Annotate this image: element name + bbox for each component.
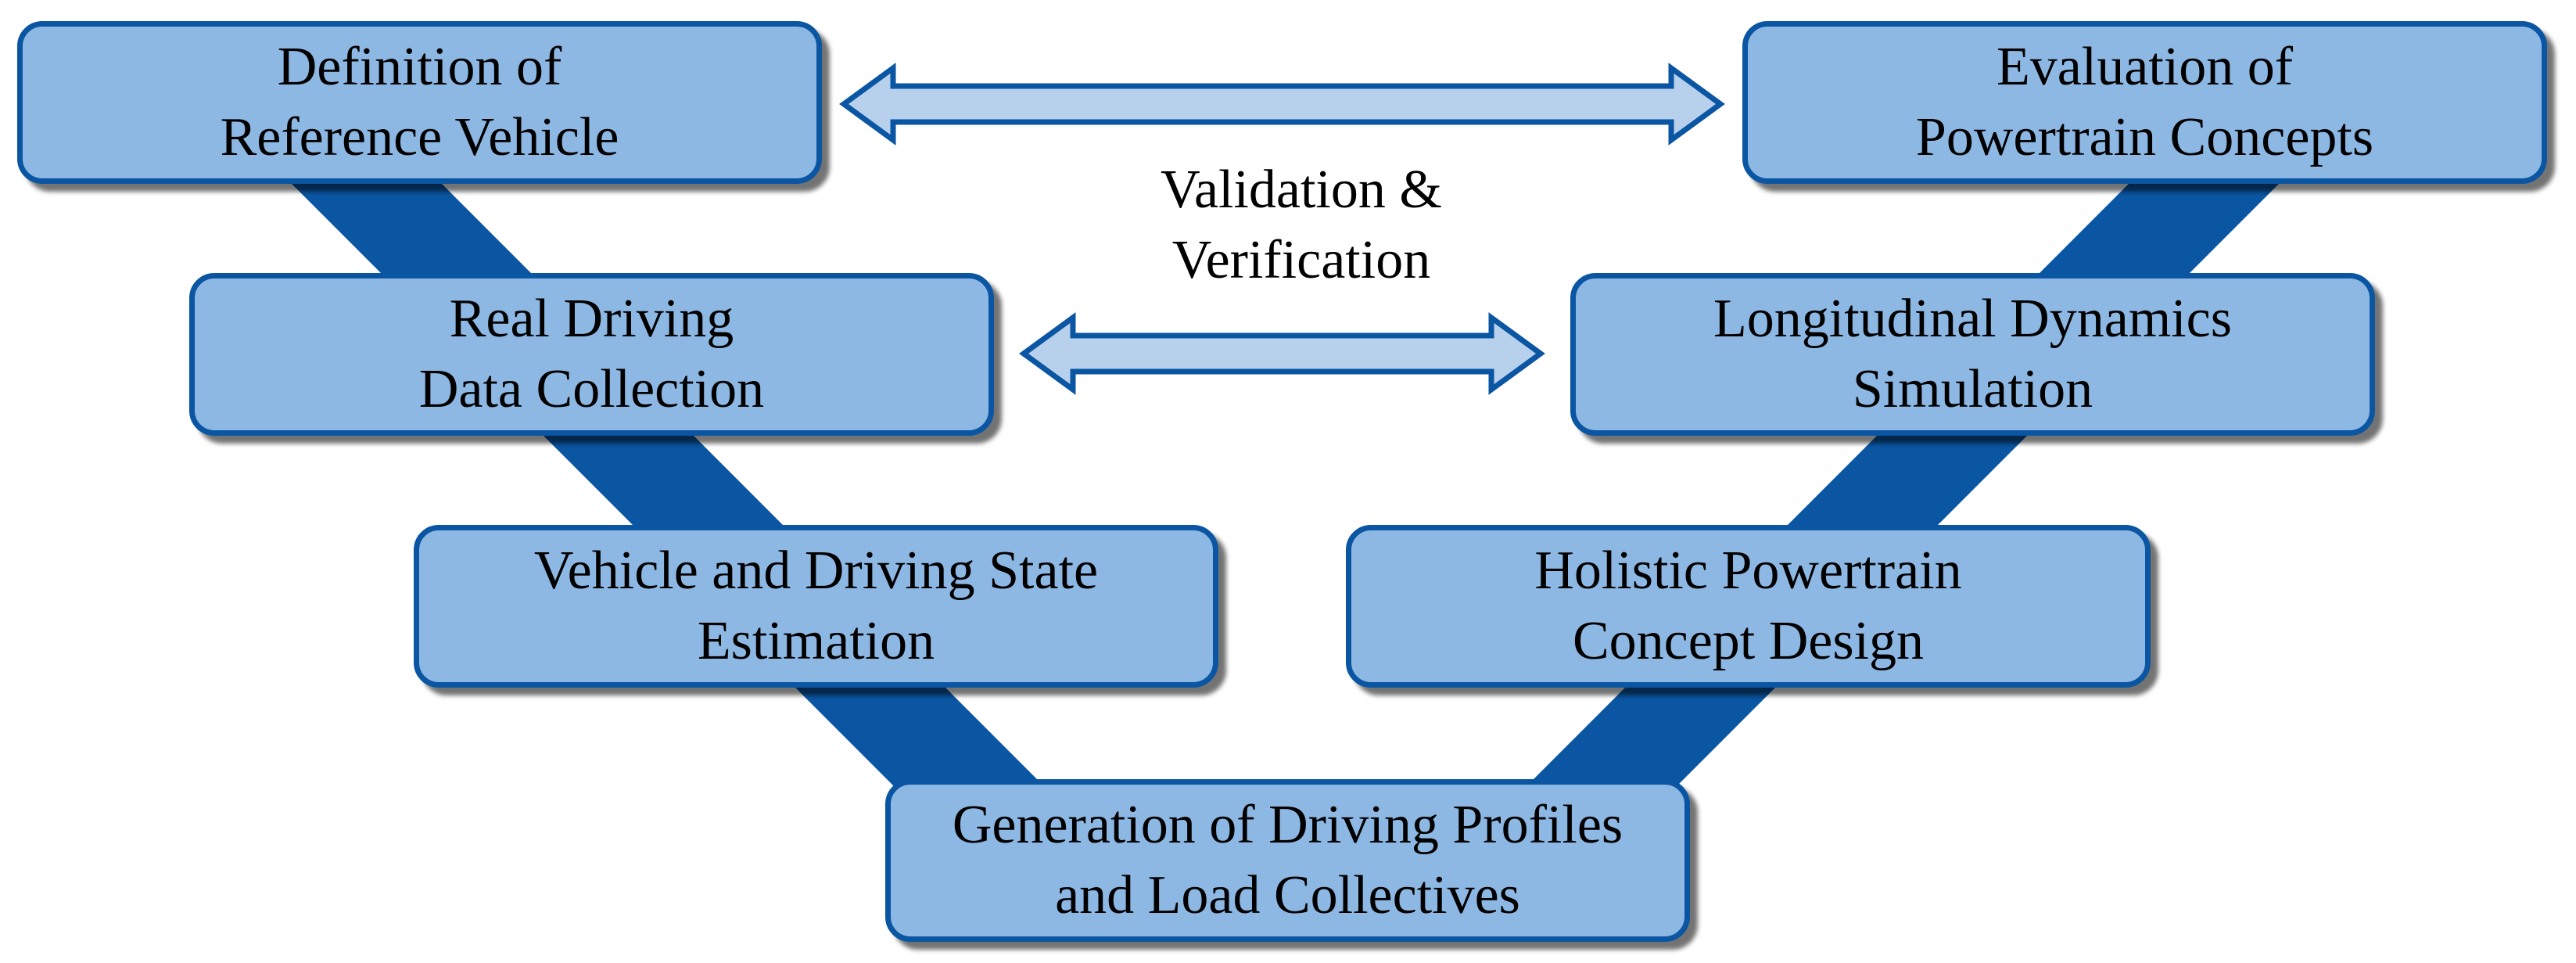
box-line: and Load Collectives: [1055, 865, 1520, 925]
box-line: Vehicle and Driving State: [533, 541, 1099, 601]
box-evaluation-of-powertrain-concepts: Evaluation of Powertrain Concepts: [1742, 21, 2547, 184]
validation-label-line: Verification: [1171, 230, 1431, 290]
double-arrow-middle: [1019, 312, 1545, 395]
box-vehicle-and-driving-state-estimation: Vehicle and Driving State Estimation: [414, 525, 1218, 688]
box-holistic-powertrain-concept-design: Holistic Powertrain Concept Design: [1346, 525, 2151, 688]
box-line: Holistic Powertrain: [1534, 541, 1962, 601]
box-line: Powertrain Concepts: [1915, 107, 2374, 167]
validation-label-line: Validation &: [1161, 160, 1442, 220]
box-definition-of-reference-vehicle: Definition of Reference Vehicle: [17, 21, 822, 184]
box-line: Real Driving: [449, 289, 734, 349]
box-line: Data Collection: [418, 359, 765, 419]
box-line: Concept Design: [1572, 611, 1925, 671]
box-longitudinal-dynamics-simulation: Longitudinal Dynamics Simulation: [1570, 273, 2375, 436]
validation-verification-label: Validation & Verification: [1098, 155, 1505, 296]
box-real-driving-data-collection: Real Driving Data Collection: [189, 273, 994, 436]
double-arrow-top: [839, 63, 1725, 146]
box-line: Evaluation of: [1996, 37, 2294, 97]
box-line: Definition of: [277, 37, 562, 97]
box-line: Reference Vehicle: [220, 107, 619, 167]
box-generation-of-driving-profiles: Generation of Driving Profiles and Load …: [885, 779, 1690, 942]
box-line: Generation of Driving Profiles: [952, 795, 1623, 855]
box-line: Longitudinal Dynamics: [1713, 289, 2232, 349]
box-line: Simulation: [1852, 359, 2093, 419]
box-line: Estimation: [697, 611, 935, 671]
